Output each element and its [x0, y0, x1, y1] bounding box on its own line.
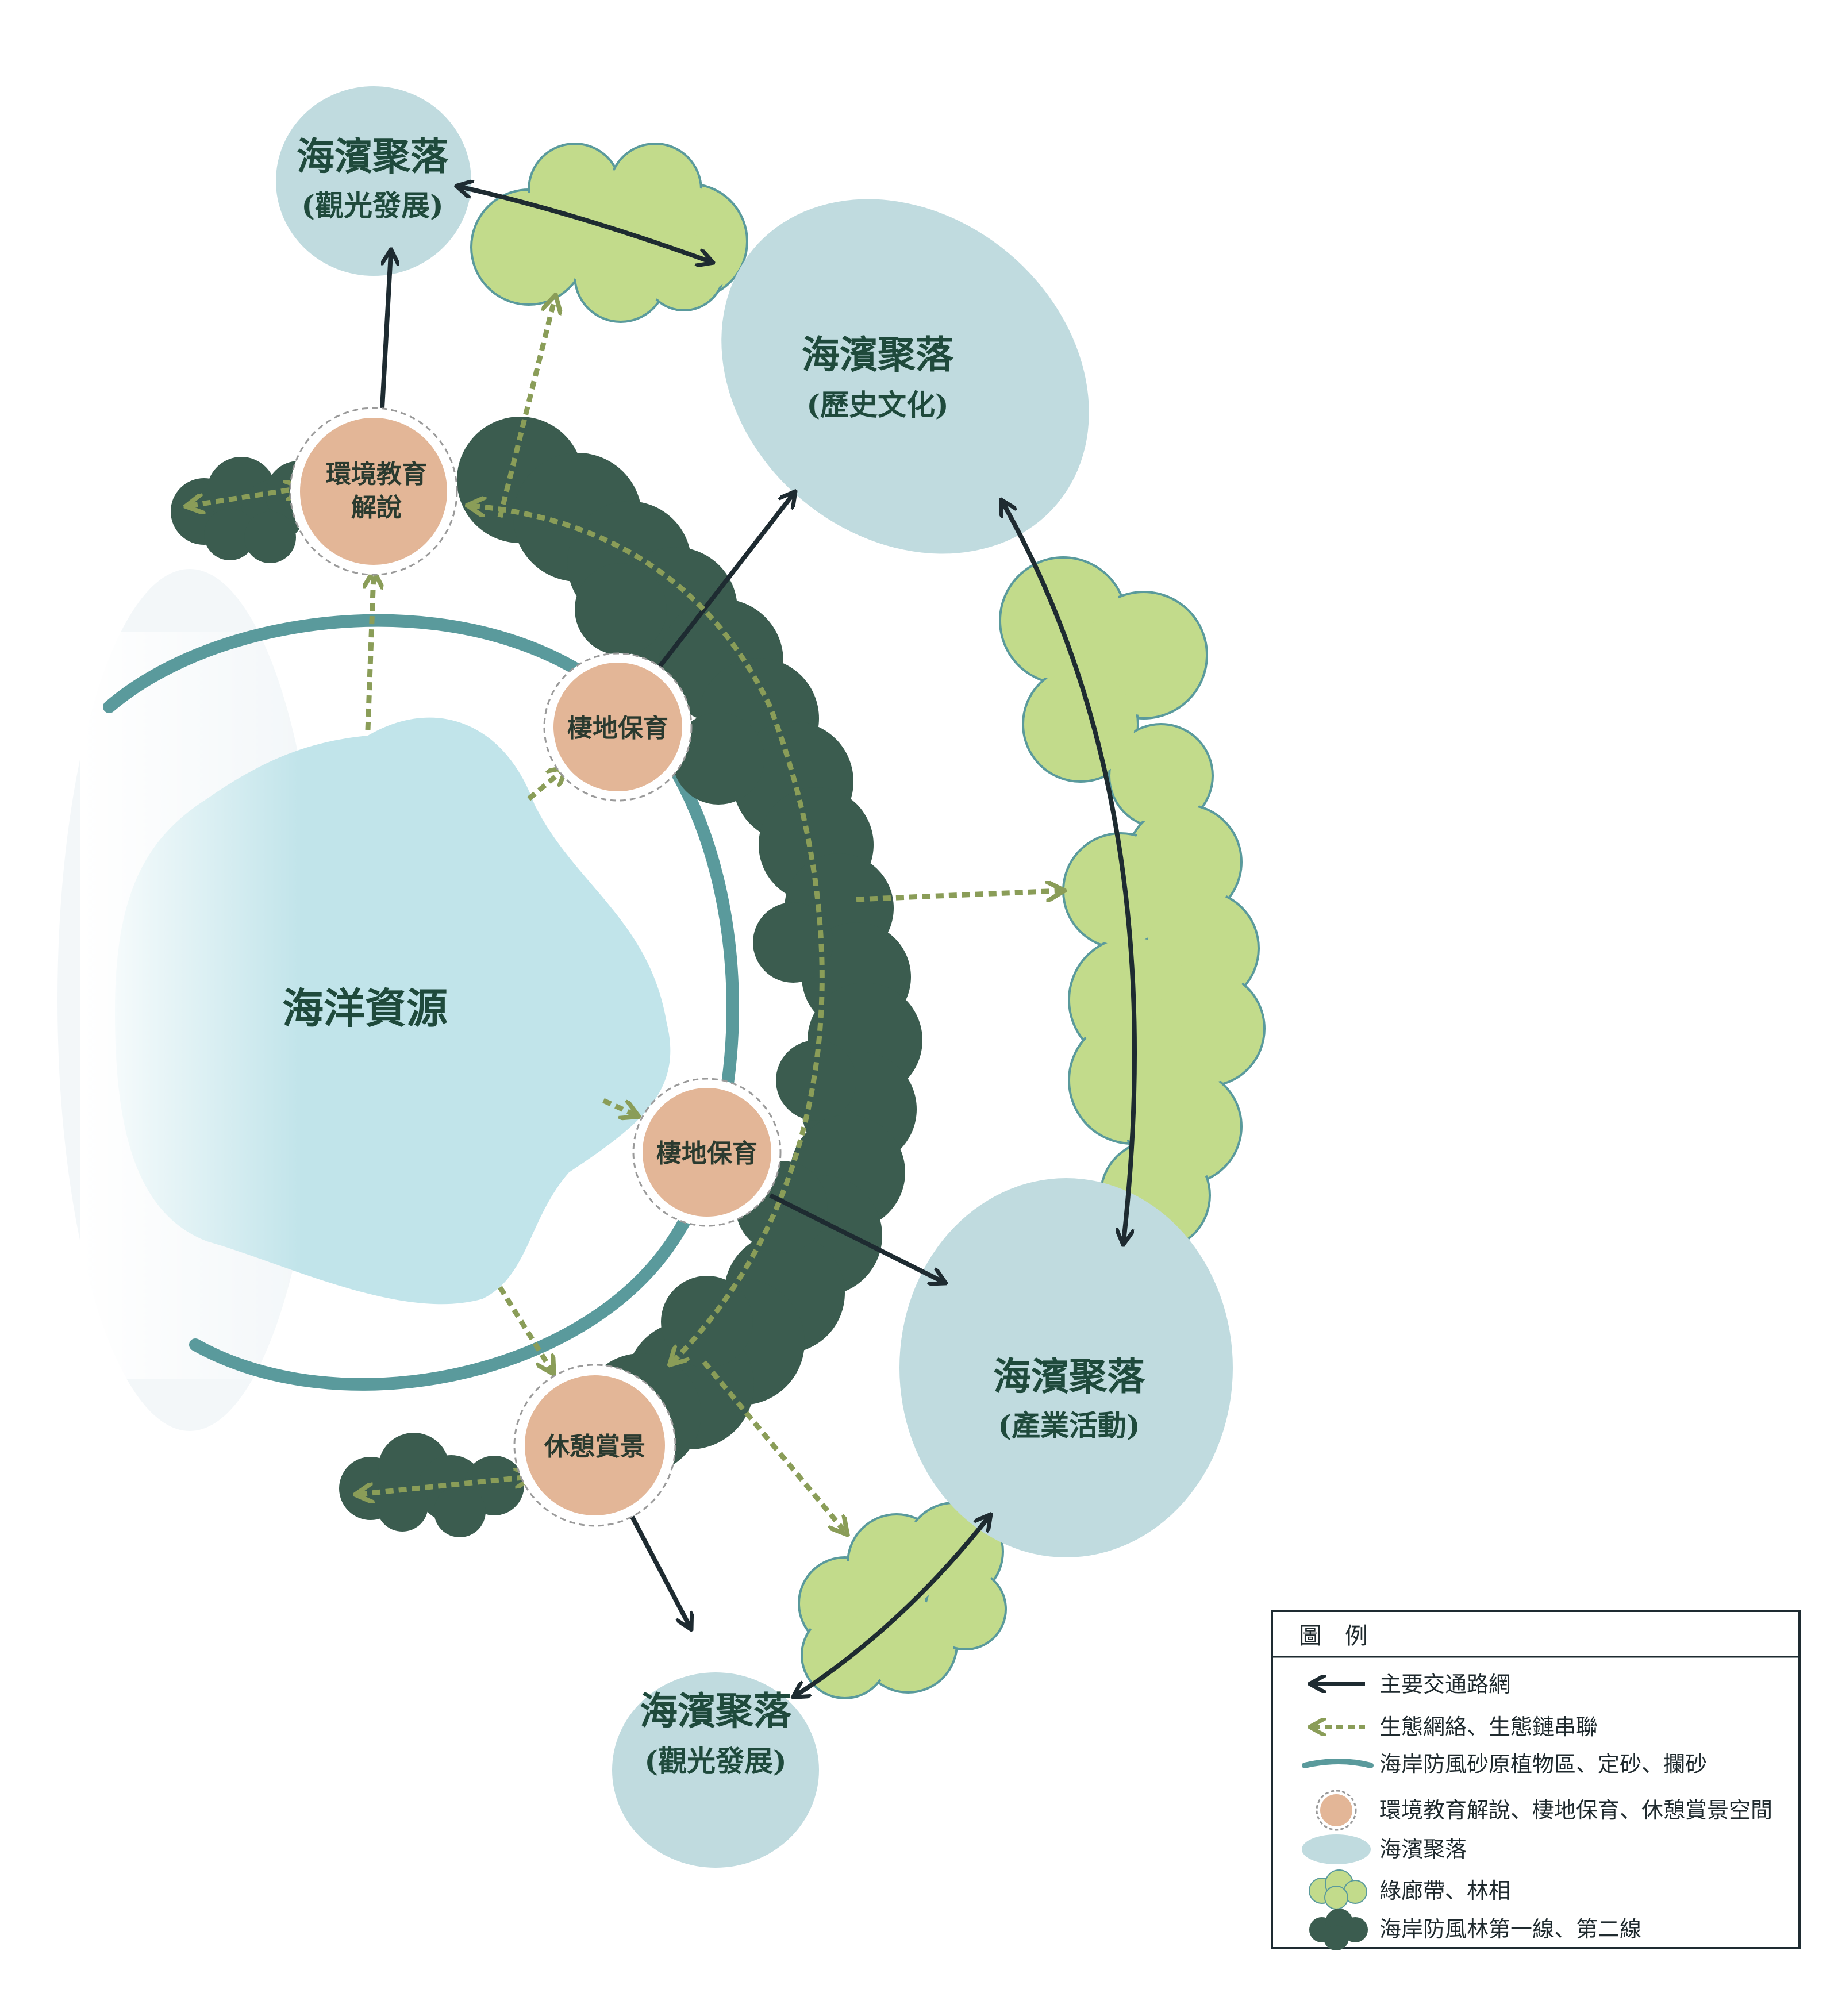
eco-arrow-8	[498, 1286, 552, 1371]
light-green-cloud-icon	[1309, 1869, 1367, 1910]
settlement-top-left	[276, 86, 471, 276]
peach-circle-icon	[1316, 1790, 1357, 1831]
settlement-bottom-subtitle: (觀光發展)	[644, 1744, 786, 1778]
eco-arrow-2	[497, 299, 555, 518]
eco-arrow-3	[190, 488, 299, 506]
legend-item-label-5: 海濱聚落	[1379, 1837, 1467, 1862]
dune-vegetation-ring	[103, 614, 739, 1391]
settlement-bottom	[612, 1672, 819, 1868]
transport-arrow-3	[769, 1193, 943, 1282]
eco-arrow-5	[856, 891, 1060, 902]
transport-arrow-5	[460, 187, 710, 261]
green-corridor-top-fill	[475, 147, 744, 318]
legend-item-label-3: 海岸防風砂原植物區、定砂、攔砂	[1379, 1752, 1707, 1777]
dark-green-cloud-icon	[1309, 1909, 1368, 1950]
settlement-top-left-subtitle: (觀光發展)	[301, 188, 443, 222]
legend-item-label-1: 主要交通路網	[1379, 1672, 1510, 1697]
settlement-bottom-title: 海濱聚落	[640, 1688, 792, 1733]
ocean-fade	[80, 632, 483, 1379]
settlement-history	[721, 199, 1089, 554]
eco-arrow-4	[471, 506, 825, 1362]
legend-title: 圖 例	[1299, 1623, 1368, 1649]
legend-item-label-2: 生態網絡、生態鏈串聯	[1379, 1714, 1598, 1740]
settlement-top-left-title: 海濱聚落	[297, 134, 449, 179]
node-rest-label: 休憩賞景	[544, 1432, 645, 1461]
ocean-label: 海洋資源	[282, 984, 448, 1033]
node-env-education-line2: 解說	[351, 493, 402, 522]
node-habitat-2	[632, 1078, 782, 1227]
node-habitat-1-label: 棲地保育	[567, 714, 668, 743]
eco-arrow-6	[527, 770, 563, 801]
node-rest	[513, 1364, 676, 1527]
legend-item-label-6: 綠廊帶、林相	[1379, 1878, 1510, 1903]
settlement-industry-subtitle: (產業活動)	[998, 1409, 1140, 1442]
ecological-network-arrows	[190, 299, 1060, 1532]
transport-arrow-1	[380, 253, 391, 409]
node-habitat-2-label: 棲地保育	[656, 1139, 757, 1168]
legend: 圖 例 主要交通路網 生	[1271, 1610, 1801, 1950]
transport-arrow-6	[1003, 503, 1137, 1241]
eco-arrow-9	[702, 1360, 845, 1532]
teal-stroke-icon	[1302, 1759, 1374, 1768]
legend-item-label-4: 環境教育解說、棲地保育、休憩賞景空間	[1379, 1798, 1772, 1823]
settlement-industry	[899, 1178, 1233, 1557]
eco-arrow-7	[602, 1098, 635, 1115]
transport-arrow-7	[796, 1517, 989, 1695]
main-transport-arrows	[380, 187, 1137, 1695]
legend-item-label-7: 海岸防風林第一線、第二線	[1379, 1917, 1641, 1942]
node-env-education	[289, 407, 458, 576]
blue-ellipse-icon	[1302, 1834, 1371, 1864]
node-habitat-1	[543, 652, 693, 802]
settlement-history-title: 海濱聚落	[802, 332, 954, 377]
settlement-industry-title: 海濱聚落	[993, 1354, 1145, 1399]
node-env-education-line1: 環境教育	[326, 460, 427, 489]
settlement-history-subtitle: (歷史文化)	[806, 388, 948, 422]
eco-arrow-10	[359, 1477, 529, 1494]
transport-arrow-4	[627, 1510, 690, 1626]
